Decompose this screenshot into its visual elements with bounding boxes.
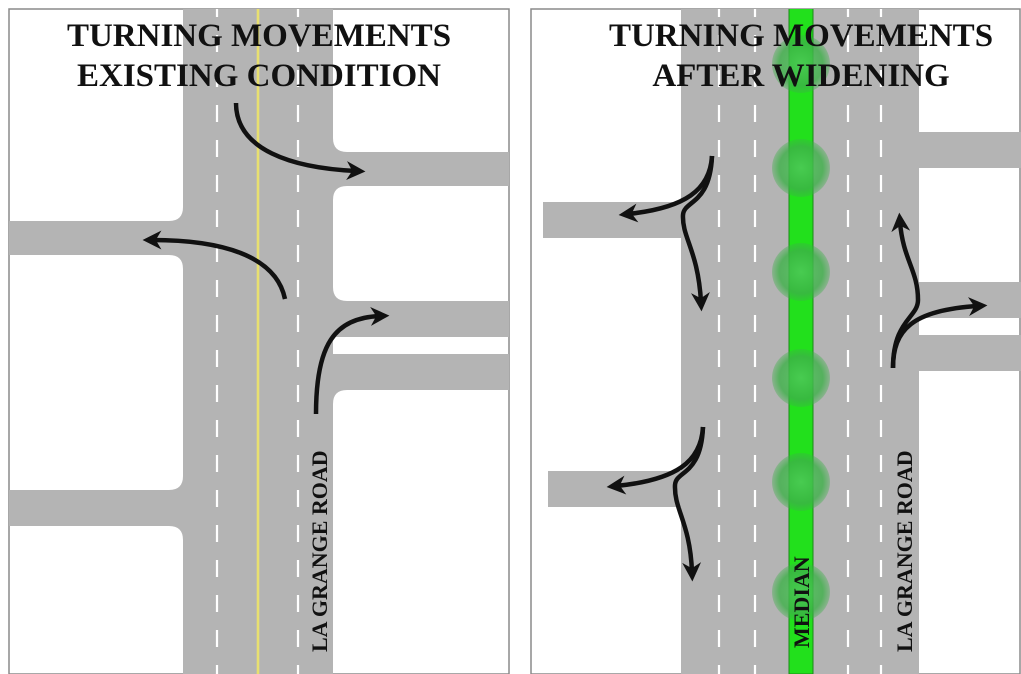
arrow-lower-uturn-south [672, 426, 706, 582]
left-panel: TURNING MOVEMENTS EXISTING CONDITION LA … [8, 8, 510, 674]
arrow-northbound-left-turn-west [142, 230, 288, 300]
tree-icon [772, 243, 830, 301]
left-corner-fillets [169, 138, 347, 540]
left-title-line2: EXISTING CONDITION [77, 58, 441, 94]
right-turn-arrows [606, 155, 988, 582]
tree-icon [772, 139, 830, 197]
right-title-line2: AFTER WIDENING [652, 58, 949, 94]
left-turn-arrows [142, 102, 390, 415]
side-street-right-upper [919, 132, 1021, 168]
left-road-label: LA GRANGE ROAD [307, 450, 332, 652]
arrow-upper-uturn-south [680, 155, 715, 312]
left-lane-markings [215, 9, 300, 674]
arrow-northbound-right-turn [313, 306, 390, 415]
median-trees [772, 35, 830, 621]
right-panel: TURNING MOVEMENTS AFTER WIDENING LA GRAN… [530, 8, 1021, 674]
tree-icon [772, 563, 830, 621]
right-lane-markings [717, 9, 883, 674]
side-street-right-middle-b [919, 335, 1021, 371]
median-label: MEDIAN [789, 556, 814, 648]
right-road-label: LA GRANGE ROAD [892, 450, 917, 652]
arrow-southbound-left-turn [233, 102, 366, 180]
side-street-upper-right [333, 152, 509, 186]
side-street-right-middle-b [333, 354, 509, 390]
tree-icon [772, 35, 830, 93]
left-title-line1: TURNING MOVEMENTS [67, 18, 451, 54]
tree-icon [772, 453, 830, 511]
tree-icon [772, 349, 830, 407]
arrow-northbound-uturn-north [890, 212, 921, 369]
right-title-line1: TURNING MOVEMENTS [609, 18, 993, 54]
side-street-left-lower [9, 490, 183, 526]
